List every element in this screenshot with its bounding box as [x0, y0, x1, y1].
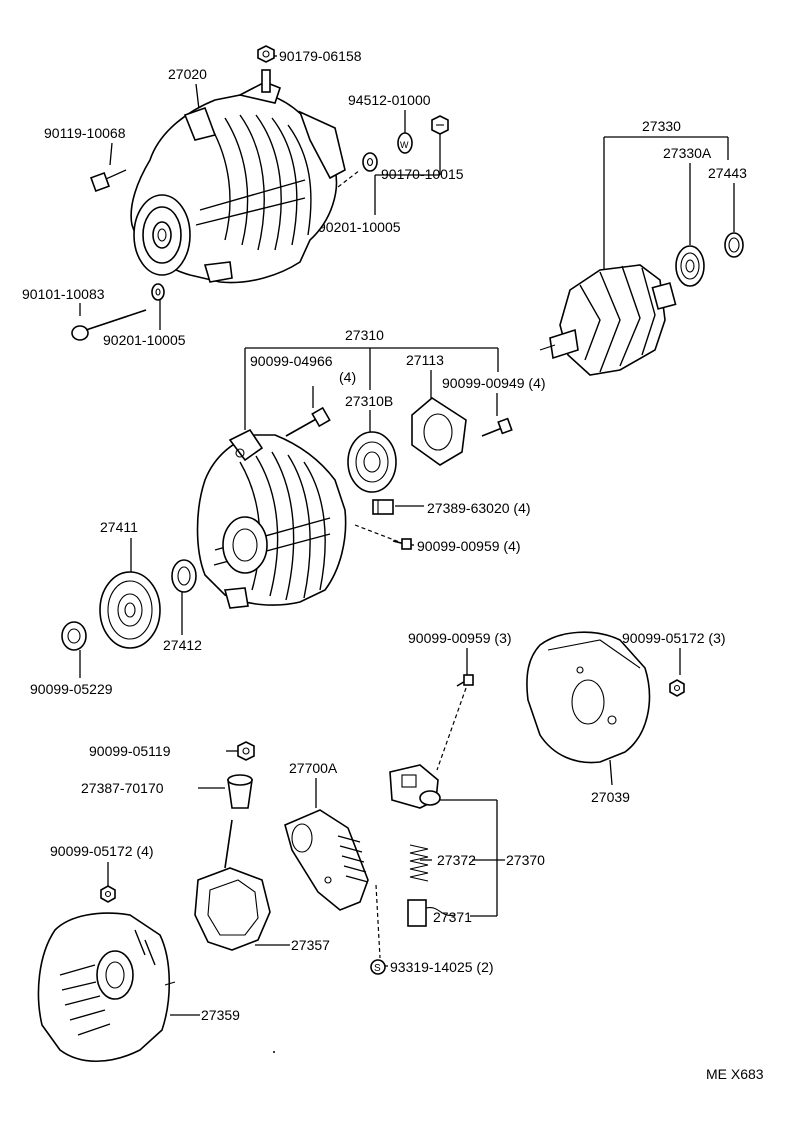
- frame-screw-icon: [392, 538, 412, 550]
- retainer-plate-icon: [411, 397, 467, 466]
- part-labels: 90179-06158 27020 94512-01000 90119-1006…: [22, 48, 764, 1082]
- label-90099-00949: 90099-00949 (4): [442, 375, 546, 391]
- drive-end-frame: [196, 428, 347, 609]
- spacer-collar-icon: [171, 559, 197, 593]
- rear-end-cover: [526, 631, 651, 764]
- plate-screw-icon: [481, 417, 513, 437]
- label-90099-04966: 90099-04966: [250, 353, 333, 369]
- voltage-regulator: [284, 809, 369, 911]
- mounting-bolt-icon: [90, 169, 127, 192]
- label-94512-01000: 94512-01000: [348, 92, 431, 108]
- label-90099-05229: 90099-05229: [30, 681, 113, 697]
- brush-icon: [407, 899, 456, 927]
- label-27700A: 27700A: [289, 760, 338, 776]
- plain-washer-upper-icon: [362, 152, 378, 172]
- screw-marking: S: [374, 963, 381, 974]
- leader-lines: [79, 55, 735, 1016]
- stud-bolt-icon: [285, 406, 331, 437]
- alternator-assembly: [130, 69, 346, 284]
- terminal-bushing-icon: [227, 774, 253, 809]
- label-90201-10005-upper: 90201-10005: [318, 219, 401, 235]
- label-90201-10005-lower: 90201-10005: [103, 332, 186, 348]
- label-27357: 27357: [291, 937, 330, 953]
- lock-washer-icon: W: [397, 132, 413, 154]
- washer-marking: W: [400, 140, 409, 150]
- label-27389-63020: 27389-63020 (4): [427, 500, 531, 516]
- label-93319-14025: 93319-14025 (2): [390, 959, 494, 975]
- label-27412: 27412: [163, 637, 202, 653]
- label-27411: 27411: [100, 519, 138, 535]
- label-27330: 27330: [642, 118, 681, 134]
- label-27310: 27310: [345, 327, 384, 343]
- label-27371: 27371: [433, 909, 472, 925]
- pulley-icon: [99, 571, 161, 649]
- label-27370: 27370: [506, 852, 545, 868]
- terminal-insulator-icon: [372, 499, 394, 515]
- frame-nut-icon: [100, 885, 116, 903]
- rear-bearing-icon: [675, 245, 705, 287]
- label-27443: 27443: [708, 165, 747, 181]
- label-27330A: 27330A: [663, 145, 712, 161]
- label-27310B: 27310B: [345, 393, 393, 409]
- hex-nut-icon: [431, 115, 449, 135]
- label-90099-05172-frame: 90099-05172 (4): [50, 843, 154, 859]
- terminal-nut-small-icon: [237, 741, 255, 761]
- label-90101-10083: 90101-10083: [22, 286, 105, 302]
- regulator-screw-icon: S: [370, 959, 386, 975]
- label-90099-00959-brush: 90099-00959 (3): [408, 630, 512, 646]
- label-90099-00959-right: 90099-00959 (4): [417, 538, 521, 554]
- brush-holder-body: [389, 764, 441, 809]
- label-90119-10068: 90119-10068: [44, 125, 126, 141]
- bearing-cover-icon: [724, 232, 744, 258]
- rotor-assembly: [539, 264, 677, 376]
- diagram-code: ME X683: [706, 1066, 764, 1082]
- plain-washer-lower-icon: [151, 283, 165, 301]
- label-27387-70170: 27387-70170: [81, 780, 164, 796]
- stray-mark: [273, 1051, 275, 1053]
- brush-holder-screw-icon: [456, 674, 474, 687]
- label-90170-10015: 90170-10015: [381, 166, 464, 182]
- label-27039: 27039: [591, 789, 630, 805]
- label-27359: 27359: [201, 1007, 240, 1023]
- label-90099-05172-cover: 90099-05172 (3): [622, 630, 726, 646]
- long-bolt-icon: [71, 309, 147, 341]
- label-90099-05119: 90099-05119: [89, 743, 171, 759]
- label-27113: 27113: [406, 352, 444, 368]
- label-27372: 27372: [437, 852, 476, 868]
- pulley-nut-icon: [61, 621, 87, 651]
- terminal-nut-icon: [257, 45, 275, 63]
- label-90099-04966-qty: (4): [339, 369, 356, 385]
- rectifier-holder: [194, 819, 271, 951]
- label-90179-06158: 90179-06158: [279, 48, 362, 64]
- cover-nut-icon: [669, 679, 685, 697]
- brush-spring-icon: [409, 844, 429, 882]
- rear-end-frame: [37, 912, 176, 1063]
- label-27020: 27020: [168, 66, 207, 82]
- front-bearing-icon: [347, 431, 397, 493]
